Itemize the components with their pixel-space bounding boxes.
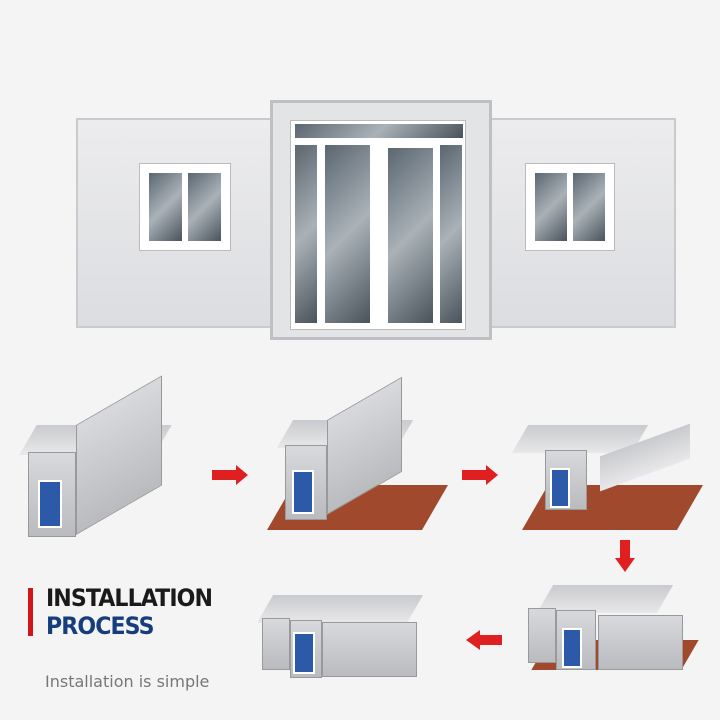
arrow-right-icon — [462, 465, 498, 485]
arrow-right-icon — [212, 465, 248, 485]
arrow-left-icon — [480, 635, 502, 645]
heading-line2: PROCESS — [46, 612, 155, 640]
heading-line1: INSTALLATION — [46, 584, 213, 612]
accent-bar — [28, 588, 33, 636]
subtitle: Installation is simple — [45, 672, 210, 691]
arrow-down-icon — [620, 540, 630, 560]
